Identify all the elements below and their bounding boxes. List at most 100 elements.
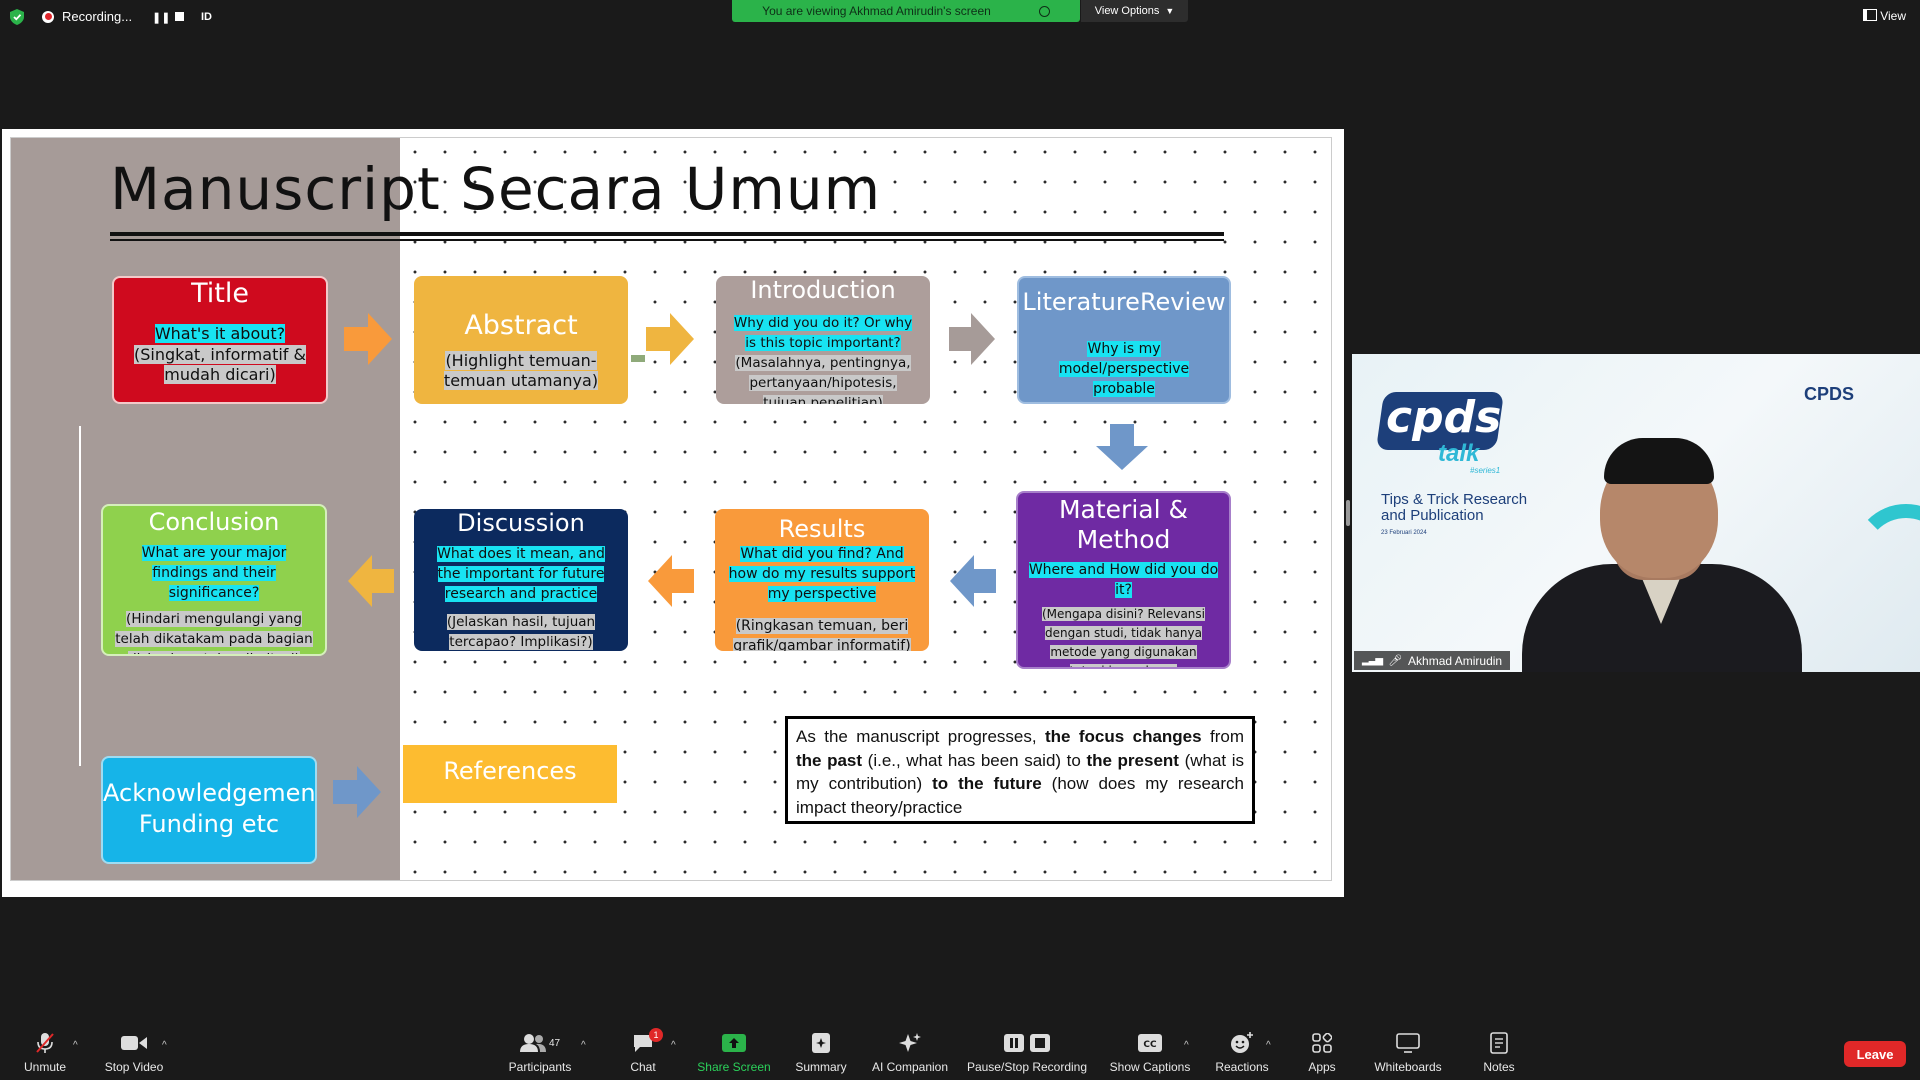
stop-video-button[interactable]: Stop Video bbox=[100, 1032, 168, 1074]
recording-indicator: Recording... bbox=[42, 9, 132, 24]
pause-stop-recording-button[interactable]: Pause/Stop Recording bbox=[964, 1032, 1090, 1074]
literature-review-heading: LiteratureReview bbox=[1022, 288, 1226, 316]
material-method-question: Where and How did you do it? bbox=[1028, 562, 1219, 598]
chat-button[interactable]: 1 Chat bbox=[625, 1028, 663, 1074]
view-options-label: View Options bbox=[1094, 5, 1160, 17]
view-layout-icon bbox=[1863, 9, 1878, 21]
participants-caret-icon[interactable]: ^ bbox=[581, 1040, 586, 1051]
whiteboards-label: Whiteboards bbox=[1374, 1060, 1442, 1074]
material-method-heading: Material & Method bbox=[1058, 495, 1188, 554]
slide-vertical-line bbox=[79, 426, 81, 766]
title-box-heading: Title bbox=[191, 278, 249, 309]
audio-options-caret-icon[interactable]: ^ bbox=[73, 1040, 78, 1051]
view-button[interactable]: View bbox=[1863, 9, 1906, 23]
chat-badge: 1 bbox=[649, 1028, 663, 1042]
mic-muted-icon bbox=[18, 1032, 72, 1054]
summary-button[interactable]: Summary bbox=[792, 1032, 850, 1074]
arrow-left-icon bbox=[648, 555, 694, 607]
conclusion-box: Conclusion What are your major findings … bbox=[101, 504, 327, 656]
view-options-button[interactable]: View Options ▼ bbox=[1081, 0, 1188, 22]
literature-review-question: Why is my model/perspective probable bbox=[1058, 341, 1190, 397]
whiteboards-button[interactable]: Whiteboards bbox=[1368, 1032, 1448, 1074]
unmute-button[interactable]: Unmute bbox=[18, 1032, 72, 1074]
show-captions-button[interactable]: CC Show Captions bbox=[1106, 1032, 1194, 1074]
participants-label: Participants bbox=[508, 1060, 572, 1074]
abstract-box-note: (Highlight temuan-temuan utamanya) bbox=[443, 351, 599, 390]
chat-caret-icon[interactable]: ^ bbox=[671, 1040, 676, 1051]
arrow-right-icon bbox=[333, 766, 381, 818]
abstract-box-heading: Abstract bbox=[464, 310, 578, 341]
participants-icon: 47 bbox=[504, 1032, 576, 1054]
view-label: View bbox=[1880, 9, 1906, 23]
note-text: from bbox=[1201, 727, 1244, 746]
show-captions-label: Show Captions bbox=[1109, 1060, 1191, 1074]
results-box: Results What did you find? And how do my… bbox=[715, 509, 929, 651]
title-box-question: What's it about? bbox=[154, 324, 286, 343]
note-text: (i.e., what has been said) to bbox=[862, 750, 1087, 770]
title-underline bbox=[110, 232, 1224, 236]
results-box-heading: Results bbox=[778, 515, 866, 543]
svg-text:CC: CC bbox=[1143, 1040, 1157, 1050]
abstract-box: Abstract (Highlight temuan-temuan utaman… bbox=[414, 276, 628, 404]
meeting-id-button[interactable]: ID bbox=[201, 11, 212, 23]
discussion-box-note: (Jelaskan hasil, tujuan tercapao? Implik… bbox=[446, 614, 596, 650]
reactions-button[interactable]: Reactions bbox=[1212, 1032, 1272, 1074]
ai-companion-button[interactable]: AI Companion bbox=[868, 1032, 952, 1074]
apps-icon bbox=[1302, 1032, 1342, 1054]
progress-note-box: As the manuscript progresses, the focus … bbox=[785, 716, 1255, 824]
apps-button[interactable]: Apps bbox=[1302, 1032, 1342, 1074]
conclusion-box-note: (Hindari mengulangi yang telah dikatakam… bbox=[115, 611, 313, 654]
connector-mark bbox=[631, 355, 645, 362]
arrow-right-icon bbox=[646, 313, 694, 365]
note-text: (what is my contribution) bbox=[796, 750, 1245, 794]
cpds-brand-logo: CPDS bbox=[1804, 384, 1855, 404]
event-date: 23 Februari 2024 bbox=[1381, 530, 1427, 536]
summary-label: Summary bbox=[795, 1060, 847, 1074]
notes-button[interactable]: Notes bbox=[1478, 1032, 1520, 1074]
captions-caret-icon[interactable]: ^ bbox=[1184, 1040, 1189, 1051]
share-screen-button[interactable]: Share Screen bbox=[694, 1032, 774, 1074]
participant-name: Akhmad Amirudin bbox=[1408, 653, 1503, 668]
leave-button[interactable]: Leave bbox=[1844, 1041, 1906, 1067]
security-shield-icon[interactable] bbox=[10, 9, 24, 25]
logo-series: #series1 bbox=[1470, 466, 1501, 475]
reactions-caret-icon[interactable]: ^ bbox=[1266, 1040, 1271, 1051]
introduction-box-heading: Introduction bbox=[750, 276, 896, 304]
video-options-caret-icon[interactable]: ^ bbox=[162, 1040, 167, 1051]
slide-title: Manuscript Secara Umum bbox=[110, 155, 882, 223]
stop-recording-icon[interactable] bbox=[175, 12, 184, 21]
introduction-box: Introduction Why did you do it? Or why i… bbox=[716, 276, 930, 404]
arrow-down-icon bbox=[1096, 424, 1148, 470]
participants-button[interactable]: 47 Participants bbox=[504, 1032, 576, 1074]
title-box: Title What's it about? (Singkat, informa… bbox=[112, 276, 328, 404]
unmute-label: Unmute bbox=[23, 1060, 67, 1074]
references-heading: References bbox=[443, 757, 577, 785]
arrow-right-icon bbox=[949, 313, 995, 365]
slide-frame bbox=[10, 137, 1332, 881]
screen-status-icon bbox=[1038, 5, 1050, 17]
chevron-down-icon: ▼ bbox=[1165, 6, 1175, 16]
note-text: (how does my research impact theory/prac… bbox=[796, 774, 1245, 817]
ai-sparkle-icon bbox=[868, 1032, 952, 1054]
video-camera-icon bbox=[100, 1032, 168, 1054]
material-method-note: (Mengapa disini? Relevansi dengan studi,… bbox=[1042, 607, 1205, 667]
panel-resize-handle[interactable] bbox=[1346, 500, 1350, 526]
whiteboard-icon bbox=[1368, 1032, 1448, 1054]
arrow-left-icon bbox=[348, 555, 394, 607]
recording-label: Recording... bbox=[62, 9, 133, 24]
note-text: As the manuscript progresses, bbox=[796, 727, 1045, 746]
results-box-question: What did you find? And how do my results… bbox=[728, 546, 916, 602]
note-text-bold: to the future bbox=[932, 774, 1042, 793]
logo-sub: talk bbox=[1438, 440, 1480, 467]
share-screen-label: Share Screen bbox=[697, 1060, 771, 1074]
results-box-note: (Ringkasan temuan, beri grafik/gambar in… bbox=[733, 618, 911, 651]
material-method-box: Material & Method Where and How did you … bbox=[1016, 491, 1231, 669]
pause-recording-icon[interactable]: ❚❚ bbox=[152, 12, 171, 24]
participant-video-tile[interactable]: cpds talk #series1 Tips & Trick Research… bbox=[1352, 354, 1920, 672]
discussion-box-heading: Discussion bbox=[457, 509, 585, 537]
viewing-banner: You are viewing Akhmad Amirudin's screen bbox=[732, 0, 1080, 22]
pause-stop-icon bbox=[964, 1032, 1090, 1054]
summary-icon bbox=[792, 1032, 850, 1054]
conclusion-box-question: What are your major findings and their s… bbox=[141, 545, 287, 601]
record-icon bbox=[42, 10, 54, 23]
